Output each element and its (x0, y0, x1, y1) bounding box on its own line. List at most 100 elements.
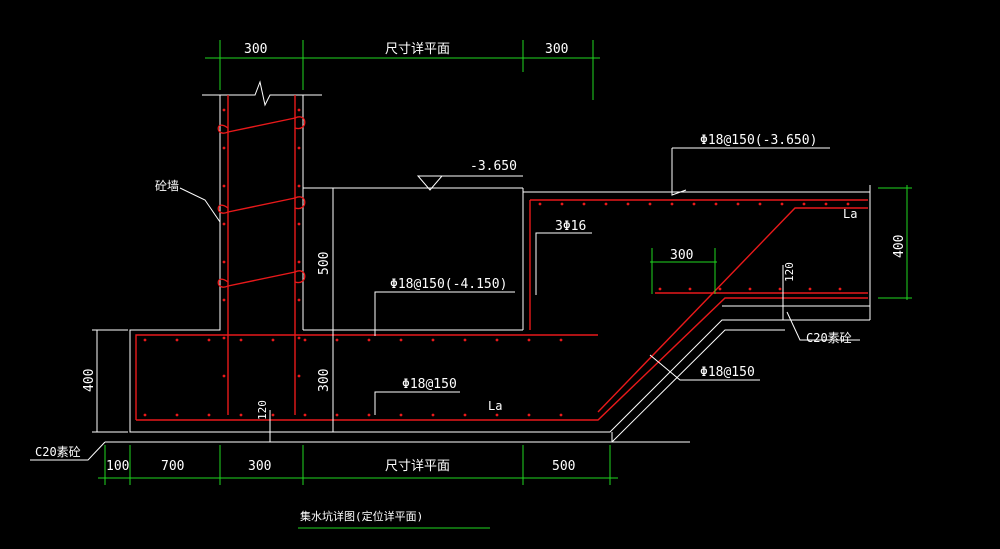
rebar-dot (143, 413, 147, 417)
rebar-dots (143, 108, 850, 417)
rebar-dot (303, 413, 307, 417)
rebar-dot (648, 202, 652, 206)
rebar-dot (175, 413, 179, 417)
rebar-dot (222, 108, 226, 112)
rebar-dot (626, 202, 630, 206)
dim-300-mid: 300 (670, 248, 693, 263)
rebar-dot (367, 338, 371, 342)
rebar-dot (207, 413, 211, 417)
dim-bottom-700: 700 (161, 459, 184, 474)
rebar-dot (222, 146, 226, 150)
dim-120-left: 120 (256, 400, 269, 420)
wall-label: 砼墙 (155, 179, 179, 193)
dim-bottom-300: 300 (248, 459, 271, 474)
rebar-dot (297, 336, 301, 340)
rebar-dot (297, 222, 301, 226)
rebar-dot (495, 413, 499, 417)
rebar-dot (222, 184, 226, 188)
dim-120-right: 120 (783, 262, 796, 282)
rebar-bottom-label: Φ18@150 (402, 377, 457, 392)
rebar-dot (297, 184, 301, 188)
rebar-mid-label: Φ18@150(-4.150) (390, 277, 507, 292)
rebar-dot (367, 413, 371, 417)
rebar-3phi16-label: 3Φ16 (555, 219, 586, 234)
rebar-dot (463, 338, 467, 342)
rebar-dot (559, 413, 563, 417)
dimension-lines (98, 40, 912, 529)
rebar-dot (670, 202, 674, 206)
rebar-dot (688, 287, 692, 291)
rebar-top-right-label: Φ18@150(-3.650) (700, 133, 817, 148)
labels: 300 尺寸详平面 300 100 700 300 尺寸详平面 500 400 … (35, 42, 907, 523)
dim-top-300-right: 300 (545, 42, 568, 57)
rebar-dot (824, 202, 828, 206)
rebar-dot (780, 202, 784, 206)
elevation-label: -3.650 (470, 159, 517, 174)
rebar-dot (303, 338, 307, 342)
rebar-dot (207, 338, 211, 342)
rebar-dot (271, 338, 275, 342)
c20-right-label: C20素砼 (806, 331, 852, 345)
rebar-dot (335, 338, 339, 342)
rebar-dot (431, 338, 435, 342)
rebar-dot (838, 287, 842, 291)
rebar-dot (222, 374, 226, 378)
rebar-dot (692, 202, 696, 206)
rebar-dot (758, 202, 762, 206)
rebar-dot (527, 338, 531, 342)
rebar-dot (718, 287, 722, 291)
rebar-dot (239, 338, 243, 342)
rebar-dot (658, 287, 662, 291)
rebar-dot (222, 222, 226, 226)
drawing-title: 集水坑详图(定位详平面) (300, 509, 423, 523)
dim-bottom-100: 100 (106, 459, 129, 474)
rebar-dot (297, 374, 301, 378)
rebar-dot (297, 260, 301, 264)
dim-500: 500 (317, 252, 332, 275)
dim-right-400: 400 (892, 235, 907, 258)
rebar-dot (748, 287, 752, 291)
rebar-dot (143, 338, 147, 342)
c20-left-label: C20素砼 (35, 445, 81, 459)
rebar-dot (463, 413, 467, 417)
dim-top-middle: 尺寸详平面 (385, 42, 450, 57)
dim-300-vertical: 300 (317, 369, 332, 392)
dim-top-300-left: 300 (244, 42, 267, 57)
la-bottom-label: La (488, 399, 502, 413)
rebar-dot (335, 413, 339, 417)
rebar-dot (802, 202, 806, 206)
dim-bottom-middle: 尺寸详平面 (385, 459, 450, 474)
vertical-dimensions (30, 147, 860, 461)
rebar-dot (846, 202, 850, 206)
rebar-dot (582, 202, 586, 206)
rebar-dot (271, 413, 275, 417)
rebar-dot (175, 338, 179, 342)
rebar-dot (222, 260, 226, 264)
rebar-dot (431, 413, 435, 417)
rebar-dot (736, 202, 740, 206)
rebar-dot (778, 287, 782, 291)
rebar-dot (222, 336, 226, 340)
dim-bottom-500: 500 (552, 459, 575, 474)
rebar-dot (560, 202, 564, 206)
rebar-dot (222, 298, 226, 302)
rebar-dot (297, 108, 301, 112)
rebar-dot (604, 202, 608, 206)
la-right-label: La (843, 207, 857, 221)
concrete-outline (105, 80, 871, 443)
rebar-dot (495, 338, 499, 342)
rebar-dot (559, 338, 563, 342)
rebar-dot (297, 146, 301, 150)
rebar-dot (399, 338, 403, 342)
rebar-dot (239, 413, 243, 417)
rebar-slope-label: Φ18@150 (700, 365, 755, 380)
rebar-dot (399, 413, 403, 417)
rebar-dot (527, 413, 531, 417)
rebar (135, 95, 868, 421)
dim-left-400: 400 (82, 369, 97, 392)
rebar-dot (297, 298, 301, 302)
rebar-dot (808, 287, 812, 291)
rebar-dot (714, 202, 718, 206)
rebar-dot (538, 202, 542, 206)
